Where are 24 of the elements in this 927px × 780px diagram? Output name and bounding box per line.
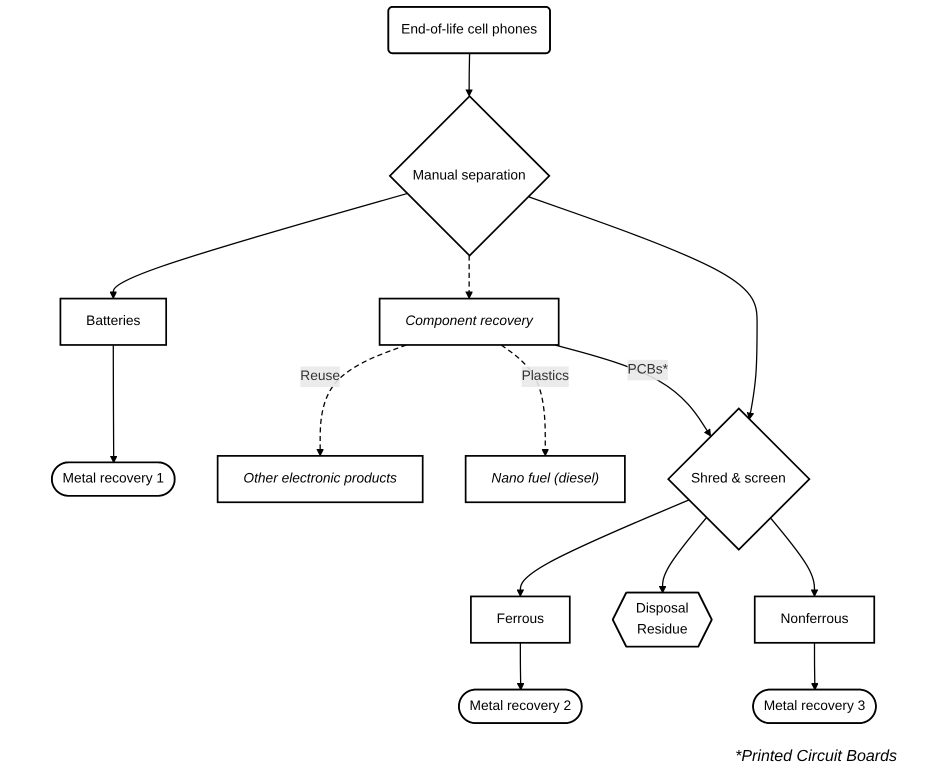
node-box: Batteries <box>59 298 167 346</box>
arrow <box>810 642 818 690</box>
arrow <box>110 344 118 464</box>
arrow <box>516 499 689 597</box>
node-box: Other electronic products <box>216 455 424 504</box>
arrow <box>554 344 711 437</box>
node-box: Ferrous <box>470 596 570 644</box>
node-box: Nano fuel (diesel) <box>464 455 626 504</box>
arrow <box>769 517 818 597</box>
node-diamond: Manual separation <box>388 94 550 257</box>
edge-label: Reuse <box>300 369 340 384</box>
arrow <box>109 192 407 299</box>
footnote: *Printed Circuit Boards <box>735 748 897 766</box>
arrow <box>516 642 524 690</box>
arrow <box>464 256 473 299</box>
edge-label: PCBs* <box>627 362 668 377</box>
node-diamond: Shred & screen <box>666 407 810 551</box>
arrow <box>464 54 473 97</box>
arrow <box>528 196 758 420</box>
edge-label: Plastics <box>521 369 569 384</box>
arrow <box>658 517 707 594</box>
node-box: Component recovery <box>378 298 560 346</box>
arrow <box>316 344 406 456</box>
node-box: Nonferrous <box>753 596 875 644</box>
